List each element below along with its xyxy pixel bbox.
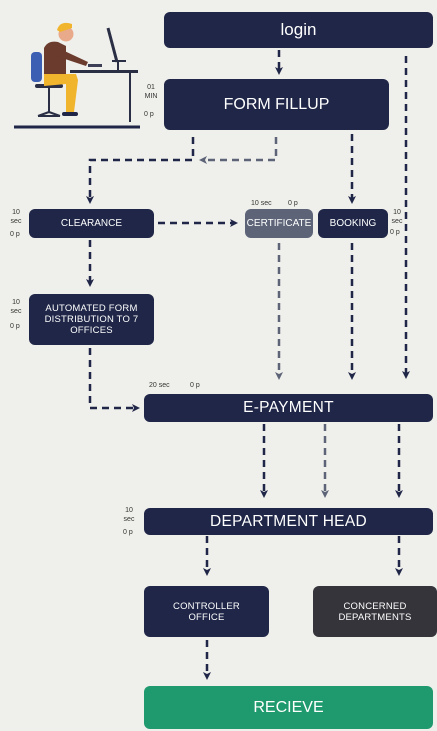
automated-distribution-label: AUTOMATED FORM DISTRIBUTION TO 7 OFFICES: [44, 303, 139, 336]
form-fillup-cost: 0 p: [144, 111, 154, 118]
recieve-label: RECIEVE: [253, 698, 324, 716]
certificate-cost: 0 p: [288, 200, 298, 207]
person-at-computer-illustration: [14, 22, 140, 129]
login-label: login: [280, 20, 317, 39]
arrow-automated-epayment: [88, 348, 140, 412]
concerned-departments-node: CONCERNED DEPARTMENTS: [313, 586, 437, 637]
department-head-label: DEPARTMENT HEAD: [210, 512, 367, 530]
automated-distribution-node: AUTOMATED FORM DISTRIBUTION TO 7 OFFICES: [29, 294, 154, 345]
dept-head-cost: 0 p: [123, 529, 133, 536]
controller-office-label: CONTROLLER OFFICE: [173, 600, 240, 623]
certificate-time: 10 sec: [251, 200, 272, 207]
booking-label: BOOKING: [329, 218, 377, 229]
automated-cost: 0 p: [10, 323, 20, 330]
e-payment-node: E-PAYMENT: [144, 394, 433, 422]
clearance-cost: 0 p: [10, 231, 20, 238]
certificate-node: CERTIFICATE: [245, 209, 313, 238]
certificate-label: CERTIFICATE: [246, 218, 312, 229]
dept-head-time: 10 sec: [123, 507, 135, 523]
form-fillup-time: 01 MIN: [144, 84, 158, 100]
form-fillup-label: FORM FILLUP: [223, 95, 330, 113]
epayment-cost: 0 p: [190, 382, 200, 389]
form-fillup-node: FORM FILLUP: [164, 79, 389, 130]
login-node: login: [164, 12, 433, 48]
arrow-formfillup-grey: [199, 137, 278, 164]
epayment-time: 20 sec: [149, 382, 170, 389]
booking-cost: 0 p: [390, 229, 400, 236]
clearance-time: 10 sec: [10, 209, 22, 225]
booking-time: 10 sec: [391, 209, 403, 225]
department-head-node: DEPARTMENT HEAD: [144, 508, 433, 535]
clearance-node: CLEARANCE: [29, 209, 154, 238]
e-payment-label: E-PAYMENT: [243, 399, 334, 416]
clearance-label: CLEARANCE: [60, 218, 123, 229]
recieve-node: RECIEVE: [144, 686, 433, 729]
automated-time: 10 sec: [10, 299, 22, 315]
arrow-formfillup-clearance: [86, 137, 195, 204]
booking-node: BOOKING: [318, 209, 388, 238]
concerned-departments-label: CONCERNED DEPARTMENTS: [338, 600, 412, 623]
controller-office-node: CONTROLLER OFFICE: [144, 586, 269, 637]
